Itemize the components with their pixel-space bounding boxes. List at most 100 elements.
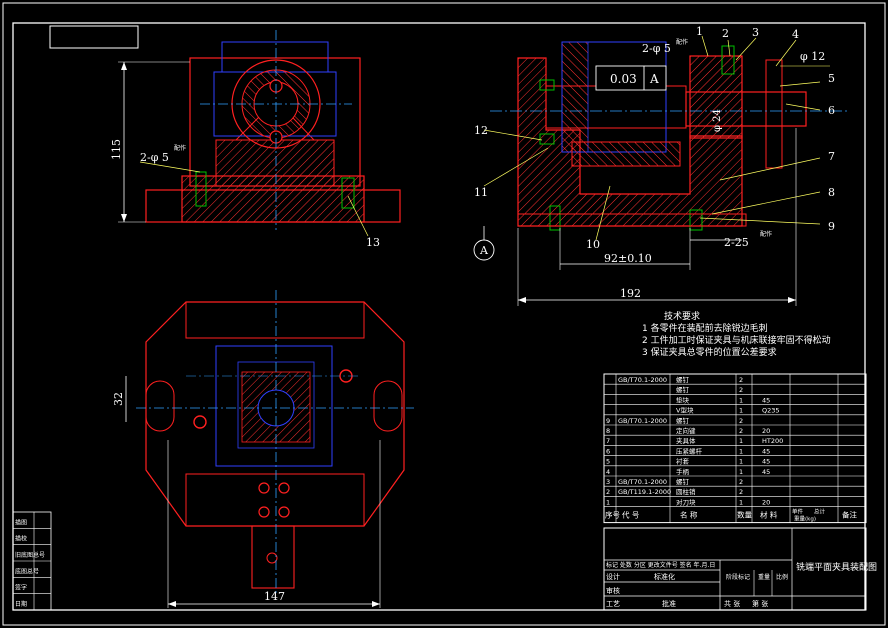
bom-cell-qty: 1 <box>739 407 743 415</box>
bom-cell-material: 45 <box>762 468 770 476</box>
bom-cell-name: V型块 <box>676 406 694 415</box>
left-strip-item: 描图 <box>15 518 27 526</box>
bom-cell-material: Q235 <box>762 407 780 415</box>
bom-cell-qty: 1 <box>739 468 743 476</box>
balloon-2: 2 <box>722 27 729 40</box>
bom-header-name: 名 称 <box>680 510 698 520</box>
bom-header-no: 序号 <box>605 510 620 520</box>
bom-cell-no: 7 <box>606 437 610 445</box>
bom-cell-qty: 1 <box>739 458 743 466</box>
dim-diameter-24: φ 24 <box>712 109 723 132</box>
bom-header-code: 代 号 <box>622 510 639 520</box>
bom-cell-qty: 2 <box>739 478 743 486</box>
balloon-5: 5 <box>828 72 835 85</box>
bom-header-unit-weight: 单件 <box>792 508 804 516</box>
dim-holes-left: 2-φ 5 <box>140 151 169 164</box>
bom-cell-name: 夹具体 <box>676 436 696 445</box>
bom-cell-name: 手柄 <box>676 467 690 476</box>
balloon-1: 1 <box>696 25 703 38</box>
bom-cell-qty: 2 <box>739 488 743 496</box>
section-view: 0.03 A 2-φ 5 配作 φ 12 φ 24 1 2 3 4 5 6 7 <box>473 25 848 306</box>
bom-cell-material: 20 <box>762 498 770 506</box>
balloon-12: 12 <box>474 124 488 137</box>
left-strip-item: 旧底图总号 <box>15 551 45 559</box>
title-sheet-no: 第 张 <box>752 599 768 608</box>
balloon-7: 7 <box>828 150 835 163</box>
bom-cell-name: 螺钉 <box>676 416 690 425</box>
dim-width-32: 32 <box>112 392 125 406</box>
bom-cell-name: 定向键 <box>676 426 696 435</box>
bom-header-note: 备注 <box>842 510 857 520</box>
bom-cell-no: 9 <box>606 417 610 425</box>
bom-cell-name: 衬套 <box>676 457 690 466</box>
title-standardization: 标准化 <box>654 572 675 581</box>
tech-req-item-3: 3 保证夹具总零件的位置公差要求 <box>642 346 777 358</box>
bom-cell-name: 螺钉 <box>676 375 690 384</box>
drawing-frame <box>12 22 866 611</box>
left-strip-item: 签字 <box>15 584 27 592</box>
bom-cell-material: 45 <box>762 458 770 466</box>
title-review: 审核 <box>606 586 620 595</box>
dim-diameter-12: φ 12 <box>800 50 825 63</box>
balloon-9: 9 <box>828 220 835 233</box>
title-marks-row: 标记 处数 分区 更改文件号 签名 年.月.日 <box>606 561 715 569</box>
balloon-8: 8 <box>828 186 835 199</box>
tolerance-value: 0.03 <box>610 72 637 86</box>
bom-cell-qty: 2 <box>739 417 743 425</box>
bom-cell-qty: 1 <box>739 498 743 506</box>
left-strip-item: 日期 <box>15 600 27 608</box>
title-approve: 批准 <box>662 599 676 608</box>
bom-cell-name: 螺钉 <box>676 477 690 486</box>
dim-holes-top: 2-φ 5 <box>642 42 671 55</box>
bom-cell-name: 螺钉 <box>676 385 690 394</box>
top-view: 32 147 <box>112 290 414 608</box>
bom-cell-code: GB/T119.1-2000 <box>618 488 671 496</box>
bom-cell-no: 3 <box>606 478 610 486</box>
technical-requirements: 技术要求 1 各零件在装配前去除锐边毛刺 2 工件加工时保证夹具与机床联接牢固不… <box>642 310 831 358</box>
bom-cell-no: 1 <box>606 498 610 506</box>
title-stage-mark: 阶段标记 <box>726 573 750 581</box>
bom-cell-code: GB/T70.1-2000 <box>618 376 667 384</box>
bom-header-weight: 重量(kg) <box>794 515 816 523</box>
bom-cell-no: 2 <box>606 488 610 496</box>
drawing-name: 铣端平面夹具装配图 <box>796 561 877 573</box>
tolerance-datum: A <box>649 72 659 86</box>
balloon-13: 13 <box>366 236 380 249</box>
title-process: 工艺 <box>606 600 620 608</box>
bom-cell-qty: 1 <box>739 396 743 404</box>
tech-req-item-1: 1 各零件在装配前去除锐边毛刺 <box>642 322 768 334</box>
dim-holes-bottom-note: 配作 <box>760 230 772 238</box>
left-strip-item: 底图总号 <box>15 567 39 575</box>
tech-req-item-2: 2 工件加工时保证夹具与机床联接牢固不得松动 <box>642 334 831 346</box>
bom-cell-material: 20 <box>762 427 770 435</box>
dim-center-distance: 92±0.10 <box>604 252 652 265</box>
balloon-6: 6 <box>828 104 835 117</box>
balloon-11: 11 <box>474 186 488 199</box>
bom-cell-name: 压紧螺杆 <box>676 446 703 455</box>
bom-cell-no: 8 <box>606 427 610 435</box>
dim-holes-left-note: 配作 <box>174 144 186 152</box>
title-design: 设计 <box>606 572 620 581</box>
datum-label: A <box>479 244 489 257</box>
bom-cell-material: HT200 <box>762 437 783 445</box>
bom-cell-name: 对刀块 <box>676 497 696 506</box>
front-view: 115 2-φ 5 配作 13 <box>110 30 401 249</box>
bom-cell-code: GB/T70.1-2000 <box>618 478 667 486</box>
title-scale: 比例 <box>776 573 788 581</box>
dim-holes-bottom: 2-25 <box>724 236 749 249</box>
bom-cell-qty: 2 <box>739 376 743 384</box>
balloon-3: 3 <box>752 26 759 39</box>
bom-header-total-weight: 总计 <box>814 508 826 516</box>
title-weight: 重量 <box>758 573 770 581</box>
dim-holes-top-note: 配作 <box>676 38 688 46</box>
bom-header-qty: 数量 <box>737 510 752 520</box>
balloon-10: 10 <box>586 238 600 251</box>
dim-height-115: 115 <box>110 139 123 160</box>
balloon-4: 4 <box>792 28 799 41</box>
bom-cell-name: 圆柱销 <box>676 487 696 496</box>
bom-cell-name: 垫块 <box>676 395 690 404</box>
